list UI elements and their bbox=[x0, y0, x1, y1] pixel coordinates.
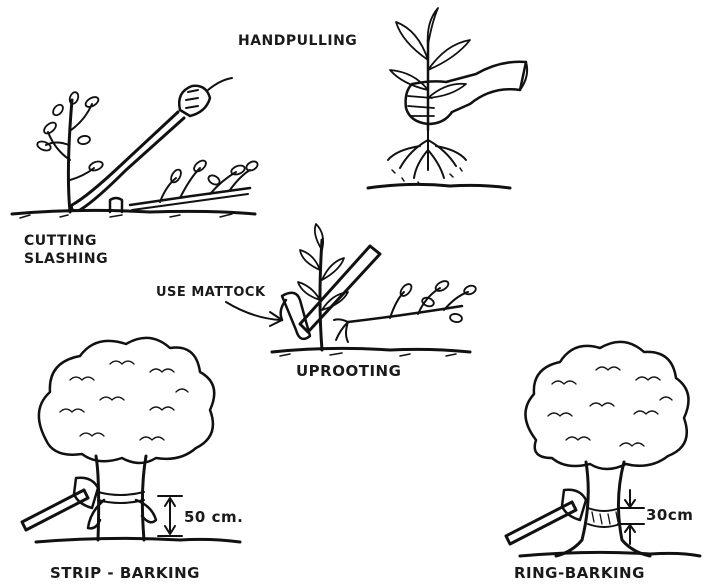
handpulling-illustration bbox=[368, 8, 527, 188]
label-handpulling: HANDPULLING bbox=[238, 34, 357, 48]
label-cutting: CUTTING bbox=[24, 234, 97, 248]
label-strip-barking: STRIP - BARKING bbox=[50, 566, 200, 581]
label-ring-barking: RING-BARKING bbox=[514, 566, 645, 581]
label-slashing: SLASHING bbox=[24, 252, 108, 266]
label-ring-measure: 30cm bbox=[646, 508, 693, 523]
label-strip-measure: 50 cm. bbox=[184, 510, 243, 525]
label-use-mattock: USE MATTOCK bbox=[156, 286, 266, 299]
seedling-leaves-icon bbox=[390, 8, 470, 98]
cutting-slashing-illustration bbox=[12, 78, 259, 218]
label-uprooting: UPROOTING bbox=[296, 364, 401, 379]
